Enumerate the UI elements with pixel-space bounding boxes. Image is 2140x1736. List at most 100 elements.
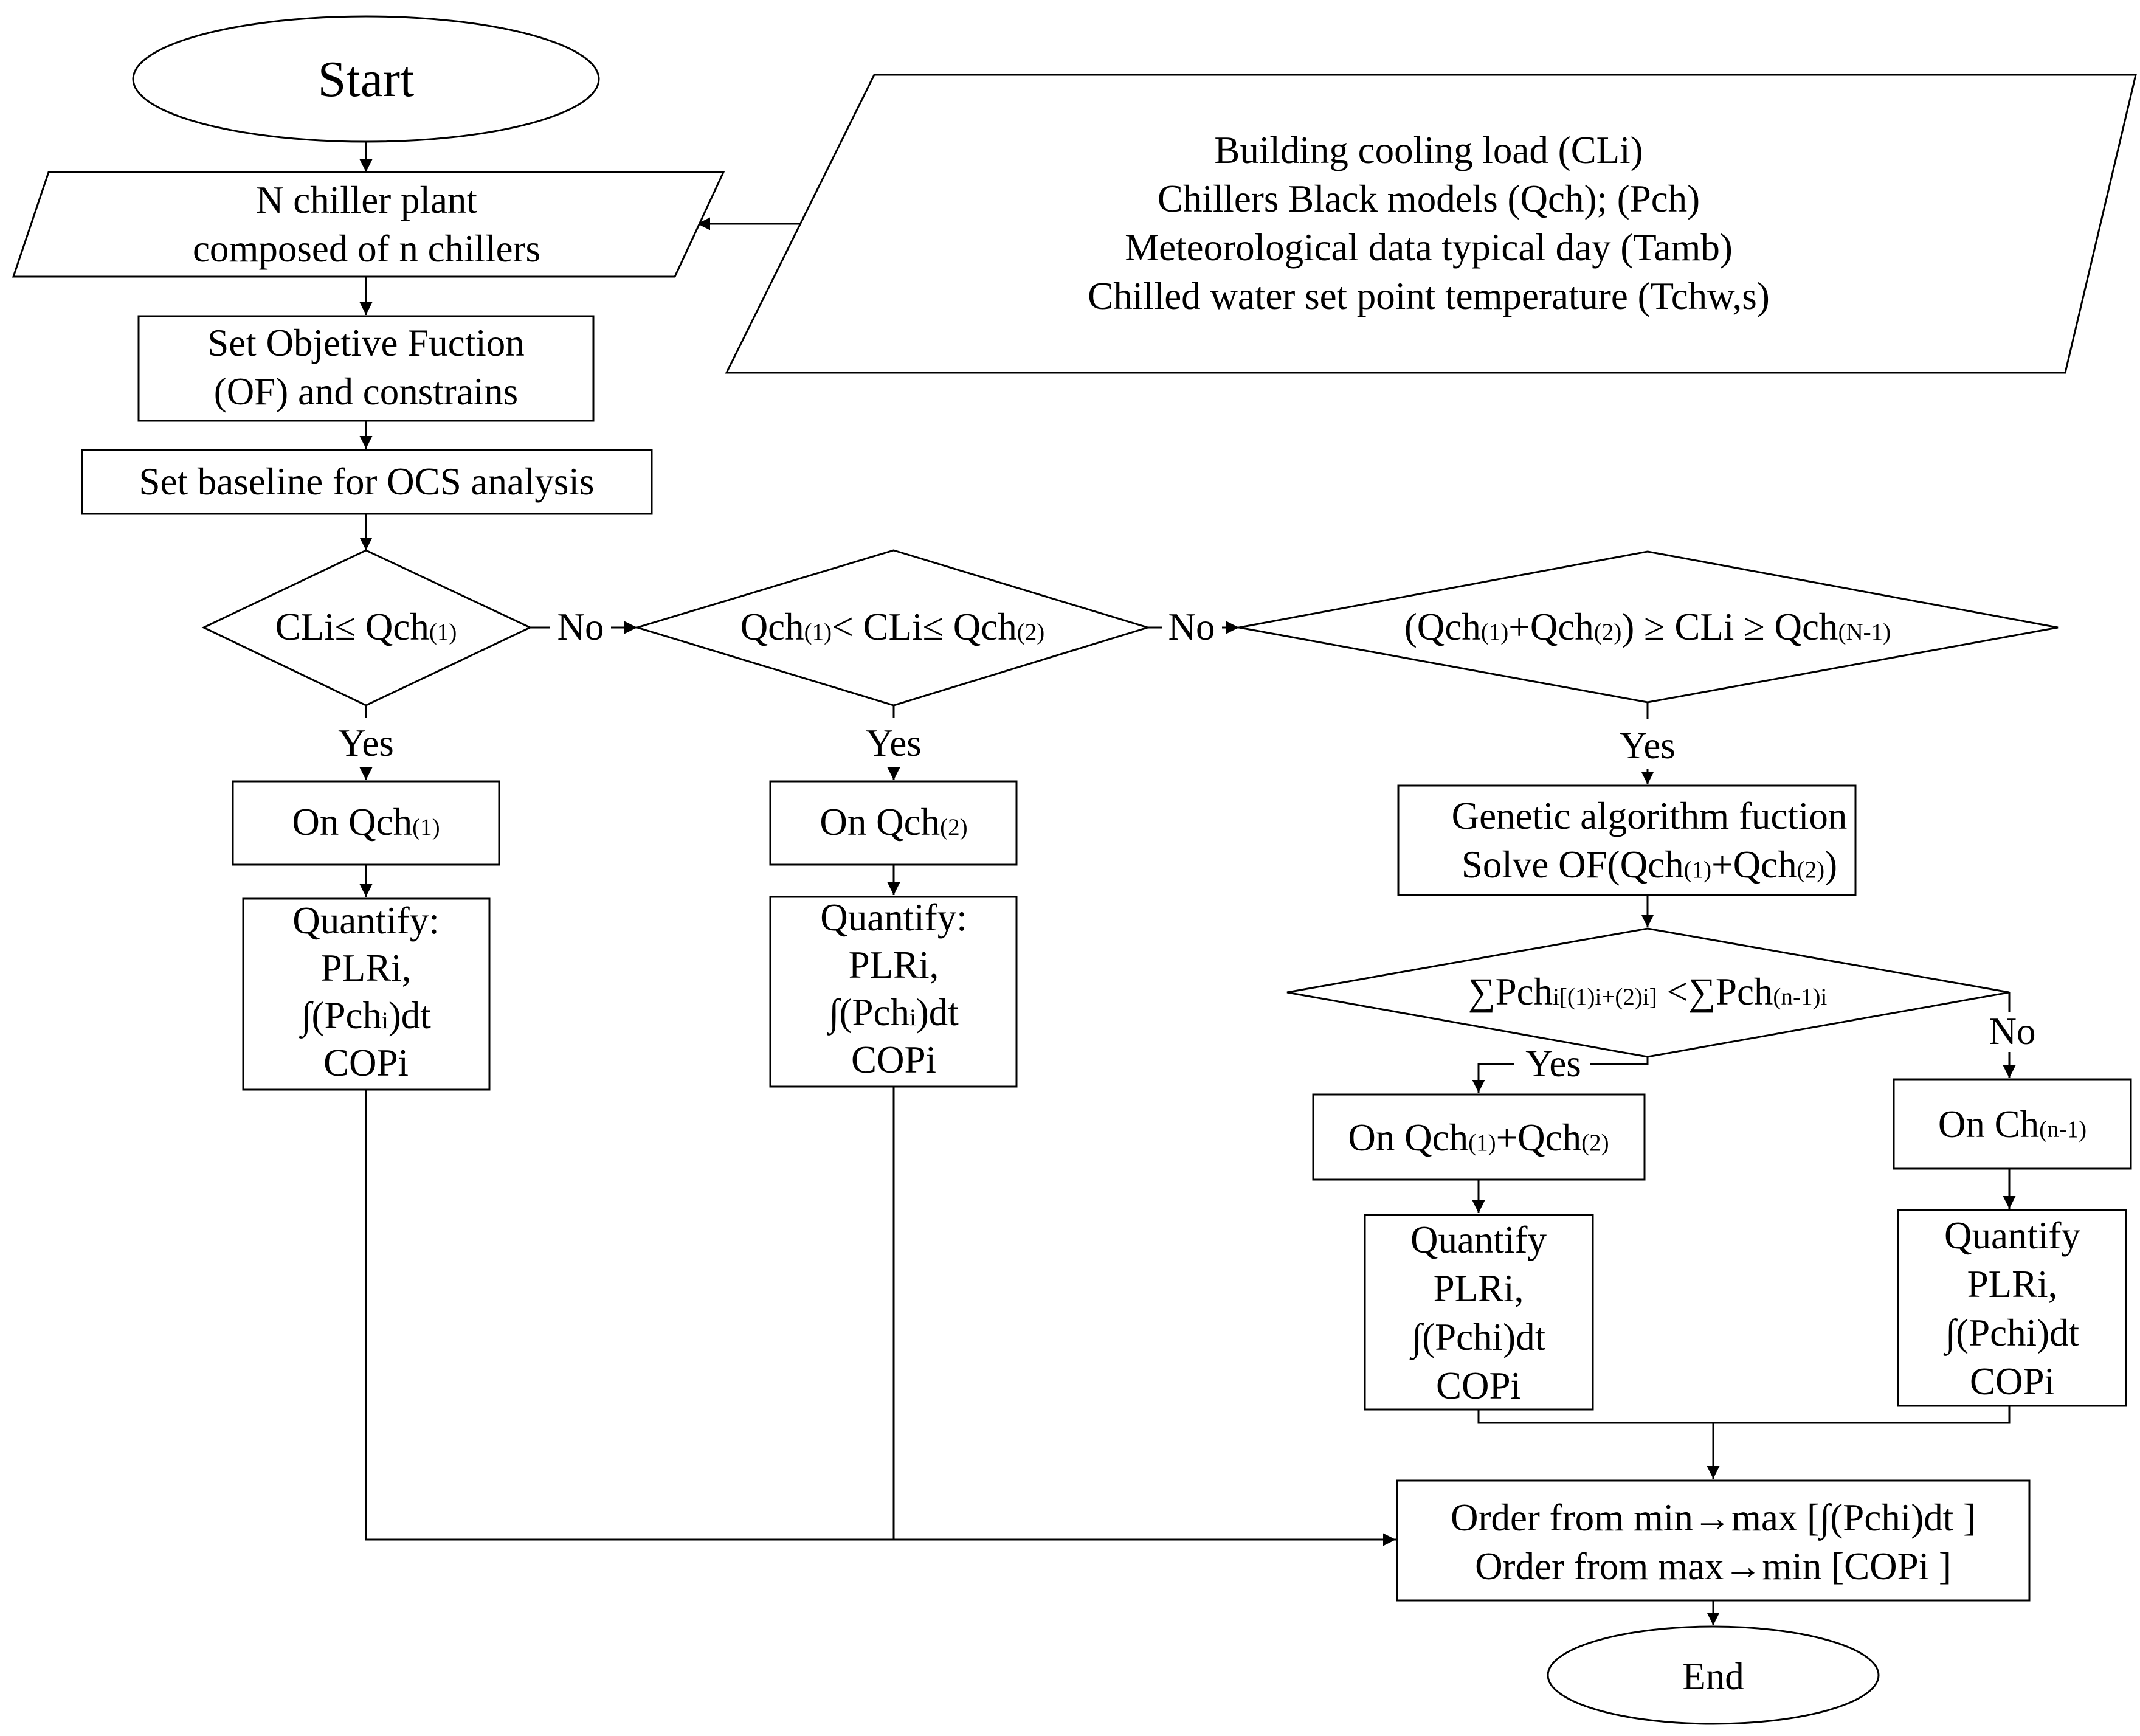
quantify-3-box: Quantify PLRi, ∫(Pchi)dt COPi xyxy=(1364,1214,1594,1411)
label-yes-2: Yes xyxy=(866,722,922,764)
decision-3: (Qch(1)+Qch(2)) ≥ CLi ≥ Qch(N-1) xyxy=(1238,550,2059,704)
label-no-2: No xyxy=(1168,606,1215,648)
quantify4-line4: COPi xyxy=(1970,1360,2055,1403)
decision2-sub-b: (2) xyxy=(1017,619,1045,645)
plant-line1: N chiller plant xyxy=(256,179,477,221)
start-terminator: Start xyxy=(132,15,600,143)
decision1-sub-a: (1) xyxy=(429,619,457,645)
ga-line2-part-a: Solve OF(Qch xyxy=(1462,843,1684,886)
quantify1-line3: ∫(Pchi)dt xyxy=(299,994,431,1039)
decision-2: Qch(1)< CLi≤ Qch(2) xyxy=(633,549,1151,707)
plant-line2: composed of n chillers xyxy=(193,227,540,270)
quantify4-line1: Quantify xyxy=(1944,1214,2080,1257)
quantify1-line2: PLRi, xyxy=(321,947,412,989)
quantify3-line2: PLRi, xyxy=(1434,1267,1524,1310)
quantify1-line1: Quantify: xyxy=(292,899,439,942)
ga-line2: Solve OF(Qch(1)+Qch(2)) xyxy=(1462,843,1837,886)
on-combo-box: On Qch(1)+Qch(2) xyxy=(1312,1093,1646,1181)
plant-input: N chiller plant composed of n chillers xyxy=(12,171,725,278)
decision4-part-b: <∑Pch xyxy=(1657,970,1773,1013)
quantify4-line2: PLRi, xyxy=(1967,1263,2058,1305)
quantify1-line3-part-a: ∫(Pch xyxy=(299,994,382,1039)
decision3-sub-b: (2) xyxy=(1594,619,1622,645)
decision4-sub-a: i[(1)i+(2)i] xyxy=(1553,984,1657,1010)
label-yes-4: Yes xyxy=(1525,1042,1581,1085)
quantify-2-box: Quantify: PLRi, ∫(Pchi)dt COPi xyxy=(769,896,1018,1088)
quantify2-line4: COPi xyxy=(851,1039,936,1081)
on1-text: On Qch(1) xyxy=(292,801,440,843)
on2-sub-a: (2) xyxy=(940,814,968,840)
label-no-3: No xyxy=(1989,1010,2036,1053)
edge-decision4-yes-arrow xyxy=(1472,1063,1514,1093)
label-yes-3: Yes xyxy=(1620,724,1676,767)
baseline-label: Set baseline for OCS analysis xyxy=(139,460,595,503)
on-combo-part-a: On Qch xyxy=(1348,1116,1468,1159)
start-label: Start xyxy=(318,51,415,108)
quantify4-line3: ∫(Pchi)dt xyxy=(1943,1312,2080,1356)
on-qch2-box: On Qch(2) xyxy=(769,780,1018,866)
on-n1-text: On Ch(n-1) xyxy=(1938,1103,2086,1146)
on1-part-a: On Qch xyxy=(292,801,412,843)
objective-line2: (OF) and constrains xyxy=(214,370,518,413)
inputs-line3: Meteorological data typical day (Tamb) xyxy=(1125,226,1733,269)
quantify3-line4: COPi xyxy=(1436,1364,1521,1407)
quantify2-line1: Quantify: xyxy=(820,896,967,939)
on-qch1-box: On Qch(1) xyxy=(232,780,500,866)
quantify2-line3: ∫(Pchi)dt xyxy=(826,991,959,1036)
order-box: Order from min→max [∫(Pchi)dt ] Order fr… xyxy=(1396,1479,2031,1602)
data-inputs: Building cooling load (CLi) Chillers Bla… xyxy=(725,74,2137,374)
quantify3-line1: Quantify xyxy=(1410,1219,1547,1261)
decision3-part-a: (Qch xyxy=(1404,606,1481,648)
order-line1: Order from min→max [∫(Pchi)dt ] xyxy=(1451,1496,1976,1541)
ga-line2-part-b: +Qch xyxy=(1711,843,1797,886)
decision4-text: ∑Pchi[(1)i+(2)i] <∑Pch(n-1)i xyxy=(1468,970,1828,1013)
ga-line2-part-c: ) xyxy=(1824,843,1837,886)
decision2-sub-a: (1) xyxy=(804,619,832,645)
decision1-part-a: CLi≤ Qch xyxy=(275,606,429,648)
label-yes-1: Yes xyxy=(338,722,394,764)
edge-quantify3-merge xyxy=(1477,1406,2011,1424)
decision2-part-b: < CLi≤ Qch xyxy=(832,606,1017,648)
quantify2-line2: PLRi, xyxy=(849,944,939,986)
inputs-line1: Building cooling load (CLi) xyxy=(1214,129,1643,171)
quantify2-line3-part-b: )dt xyxy=(916,991,959,1034)
decision3-part-c: ) ≥ CLi ≥ Qch xyxy=(1621,606,1838,648)
on1-sub-a: (1) xyxy=(412,814,440,840)
on-combo-text: On Qch(1)+Qch(2) xyxy=(1348,1116,1609,1159)
end-terminator: End xyxy=(1547,1625,1880,1725)
inputs-line4: Chilled water set point temperature (Tch… xyxy=(1088,275,1770,317)
objective-box: Set Objetive Fuction (OF) and constrains xyxy=(137,315,595,422)
quantify-1-box: Quantify: PLRi, ∫(Pchi)dt COPi xyxy=(242,897,491,1091)
on-chn1-box: On Ch(n-1) xyxy=(1893,1078,2132,1170)
on2-part-a: On Qch xyxy=(820,801,940,843)
ga-line2-sub1: (1) xyxy=(1684,857,1712,883)
order-line2: Order from max→min [COPi ] xyxy=(1475,1545,1952,1588)
end-label: End xyxy=(1682,1655,1744,1698)
decision4-sub-b: (n-1)i xyxy=(1773,984,1827,1010)
decision3-text: (Qch(1)+Qch(2)) ≥ CLi ≥ Qch(N-1) xyxy=(1404,606,1891,648)
quantify2-line3-part-a: ∫(Pch xyxy=(826,991,909,1036)
quantify3-line3: ∫(Pchi)dt xyxy=(1409,1316,1546,1360)
decision-4: ∑Pchi[(1)i+(2)i] <∑Pch(n-1)i xyxy=(1286,927,2010,1058)
on-combo-sub-b: (2) xyxy=(1581,1130,1609,1156)
edge-labels: No No No Yes Yes Yes Yes xyxy=(338,606,2035,1085)
edge-decision4-yes xyxy=(1590,1057,1649,1065)
decision3-part-b: +Qch xyxy=(1508,606,1594,648)
on2-text: On Qch(2) xyxy=(820,801,967,843)
on-n1-sub-a: (n-1) xyxy=(2039,1116,2086,1143)
decision2-part-a: Qch xyxy=(740,606,804,648)
connectors xyxy=(359,141,2016,1625)
quantify-4-box: Quantify PLRi, ∫(Pchi)dt COPi xyxy=(1897,1209,2127,1407)
label-no-1: No xyxy=(557,606,604,648)
on-combo-part-b: +Qch xyxy=(1496,1116,1582,1159)
inputs-line2: Chillers Black models (Qch); (Pch) xyxy=(1158,178,1700,220)
decision1-text: CLi≤ Qch(1) xyxy=(275,606,457,648)
baseline-box: Set baseline for OCS analysis xyxy=(81,449,653,515)
on-n1-part-a: On Ch xyxy=(1938,1103,2039,1146)
ga-line1: Genetic algorithm fuction xyxy=(1452,795,1848,837)
quantify1-line3-part-b: )dt xyxy=(388,994,431,1037)
quantify1-line3-sub: i xyxy=(382,1008,388,1034)
objective-line1: Set Objetive Fuction xyxy=(207,322,524,364)
decision4-part-a: ∑Pch xyxy=(1468,970,1553,1013)
